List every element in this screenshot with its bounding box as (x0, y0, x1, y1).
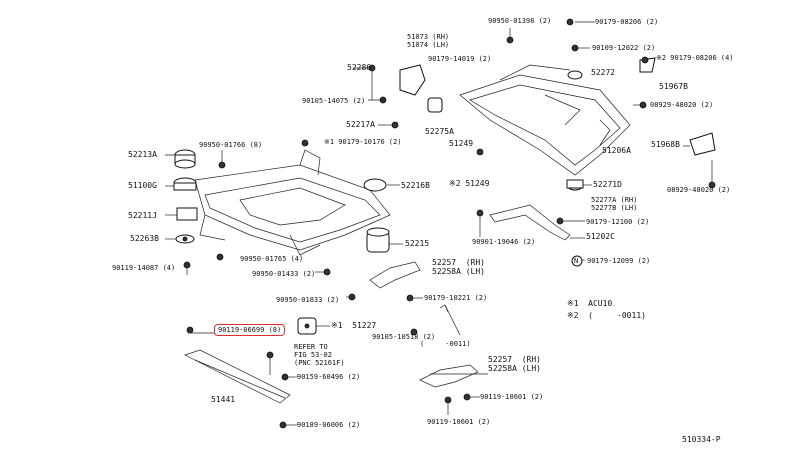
part-label: 52263B (130, 234, 159, 243)
part-label: 08929-48020 (2) (650, 101, 714, 109)
part-label: ※1 51227 (331, 321, 377, 330)
part-label: 90189-06006 (2) (297, 421, 361, 429)
part-label: 90179-08206 (2) (595, 18, 659, 26)
legend-note: ※1 ACU10 (567, 299, 613, 308)
part-label: 51206A (602, 146, 631, 155)
part-label: 90950-01766 (8) (199, 141, 263, 149)
part-label: 90950-01833 (2) (276, 296, 340, 304)
part-label: 52286 (347, 63, 372, 72)
part-label: 51249 (449, 139, 474, 148)
part-label: 90105-10518 (2) (372, 333, 436, 341)
bolts (183, 18, 716, 429)
part-label: 52217A (346, 120, 375, 129)
under-cover (184, 349, 291, 404)
part-label: 52258A (LH) (432, 267, 485, 276)
part-label: 52275A (425, 127, 454, 136)
insulator-51100g (173, 177, 197, 191)
part-label: 90179-10221 (2) (424, 294, 488, 302)
bracket-51073 (399, 64, 426, 96)
part-label: 90179-12099 (2) (587, 257, 651, 265)
part-label: 52277A (RH) (591, 196, 638, 204)
part-label: 51967B (659, 82, 688, 91)
part-label: 52257 (RH) (488, 355, 541, 364)
part-label: 52213A (128, 150, 157, 159)
rear-subframe (459, 64, 631, 176)
part-label: 90901-19046 (2) (472, 238, 536, 246)
bracket-upper (369, 261, 421, 289)
figure-code: 510334-P (682, 435, 721, 444)
arrow-head (439, 304, 449, 313)
insulator-52272 (567, 70, 583, 80)
bracket-51968b (689, 132, 716, 156)
insulator-52211j (176, 207, 198, 221)
part-label: 52215 (405, 239, 430, 248)
part-label: 52216B (401, 181, 430, 190)
insulator-51227 (297, 317, 317, 335)
part-label: 52277B (LH) (591, 204, 638, 212)
part-label: 51074 (LH) (407, 41, 450, 49)
bracket-lower (419, 364, 479, 388)
part-label: 52211J (128, 211, 157, 220)
rear-arm (489, 204, 571, 241)
part-label: 52258A (LH) (488, 364, 541, 373)
part-label: ※1 90179-10176 (2) (324, 138, 402, 146)
insulator-52271d (566, 179, 584, 191)
leader-lines (165, 21, 713, 426)
part-label: 90179-12100 (2) (586, 218, 650, 226)
part-label: 90179-14019 (2) (428, 55, 492, 63)
part-label: 52272 (591, 68, 616, 77)
insulator-52213a (174, 149, 196, 169)
part-label: 90119-10601 (2) (427, 418, 491, 426)
legend-note: ※2 ( -0011) (567, 311, 646, 320)
insulator-52216b (363, 178, 387, 192)
n-mark: N (574, 257, 579, 265)
part-label: 90119-14087 (4) (112, 264, 176, 272)
part-label: 90105-14075 (2) (302, 97, 366, 105)
part-label: 51100G (128, 181, 157, 190)
front-crossmember (194, 149, 391, 256)
part-label: ※2 51249 (449, 179, 490, 188)
part-label: 52271D (593, 180, 622, 189)
n-circle (571, 255, 583, 267)
part-label: ※2 90179-08206 (4) (656, 54, 734, 62)
part-label: 08929-48020 (2) (667, 186, 731, 194)
part-label: ( -0011) (420, 340, 471, 348)
part-label: 90109-12022 (2) (592, 44, 656, 52)
highlighted-part-label: 90119-06699 (8) (214, 324, 286, 336)
refer-note: REFER TO FIG 53-02 (PNC 52161F) (294, 343, 345, 367)
part-label: 51202C (586, 232, 615, 241)
insulator-52263b (175, 234, 195, 244)
part-label: 90950-01765 (4) (240, 255, 304, 263)
part-label: 90950-01398 (2) (488, 17, 552, 25)
part-label: 51968B (651, 140, 680, 149)
part-label: 51441 (211, 395, 236, 404)
part-label: 51073 (RH) (407, 33, 450, 41)
part-label: 90950-01433 (2) (252, 270, 316, 278)
insulator-52275a (427, 97, 443, 113)
insulator-52215 (366, 227, 390, 253)
part-label: 52257 (RH) (432, 258, 485, 267)
part-label: 90119-10601 (2) (480, 393, 544, 401)
part-label: 90159-60496 (2) (297, 373, 361, 381)
